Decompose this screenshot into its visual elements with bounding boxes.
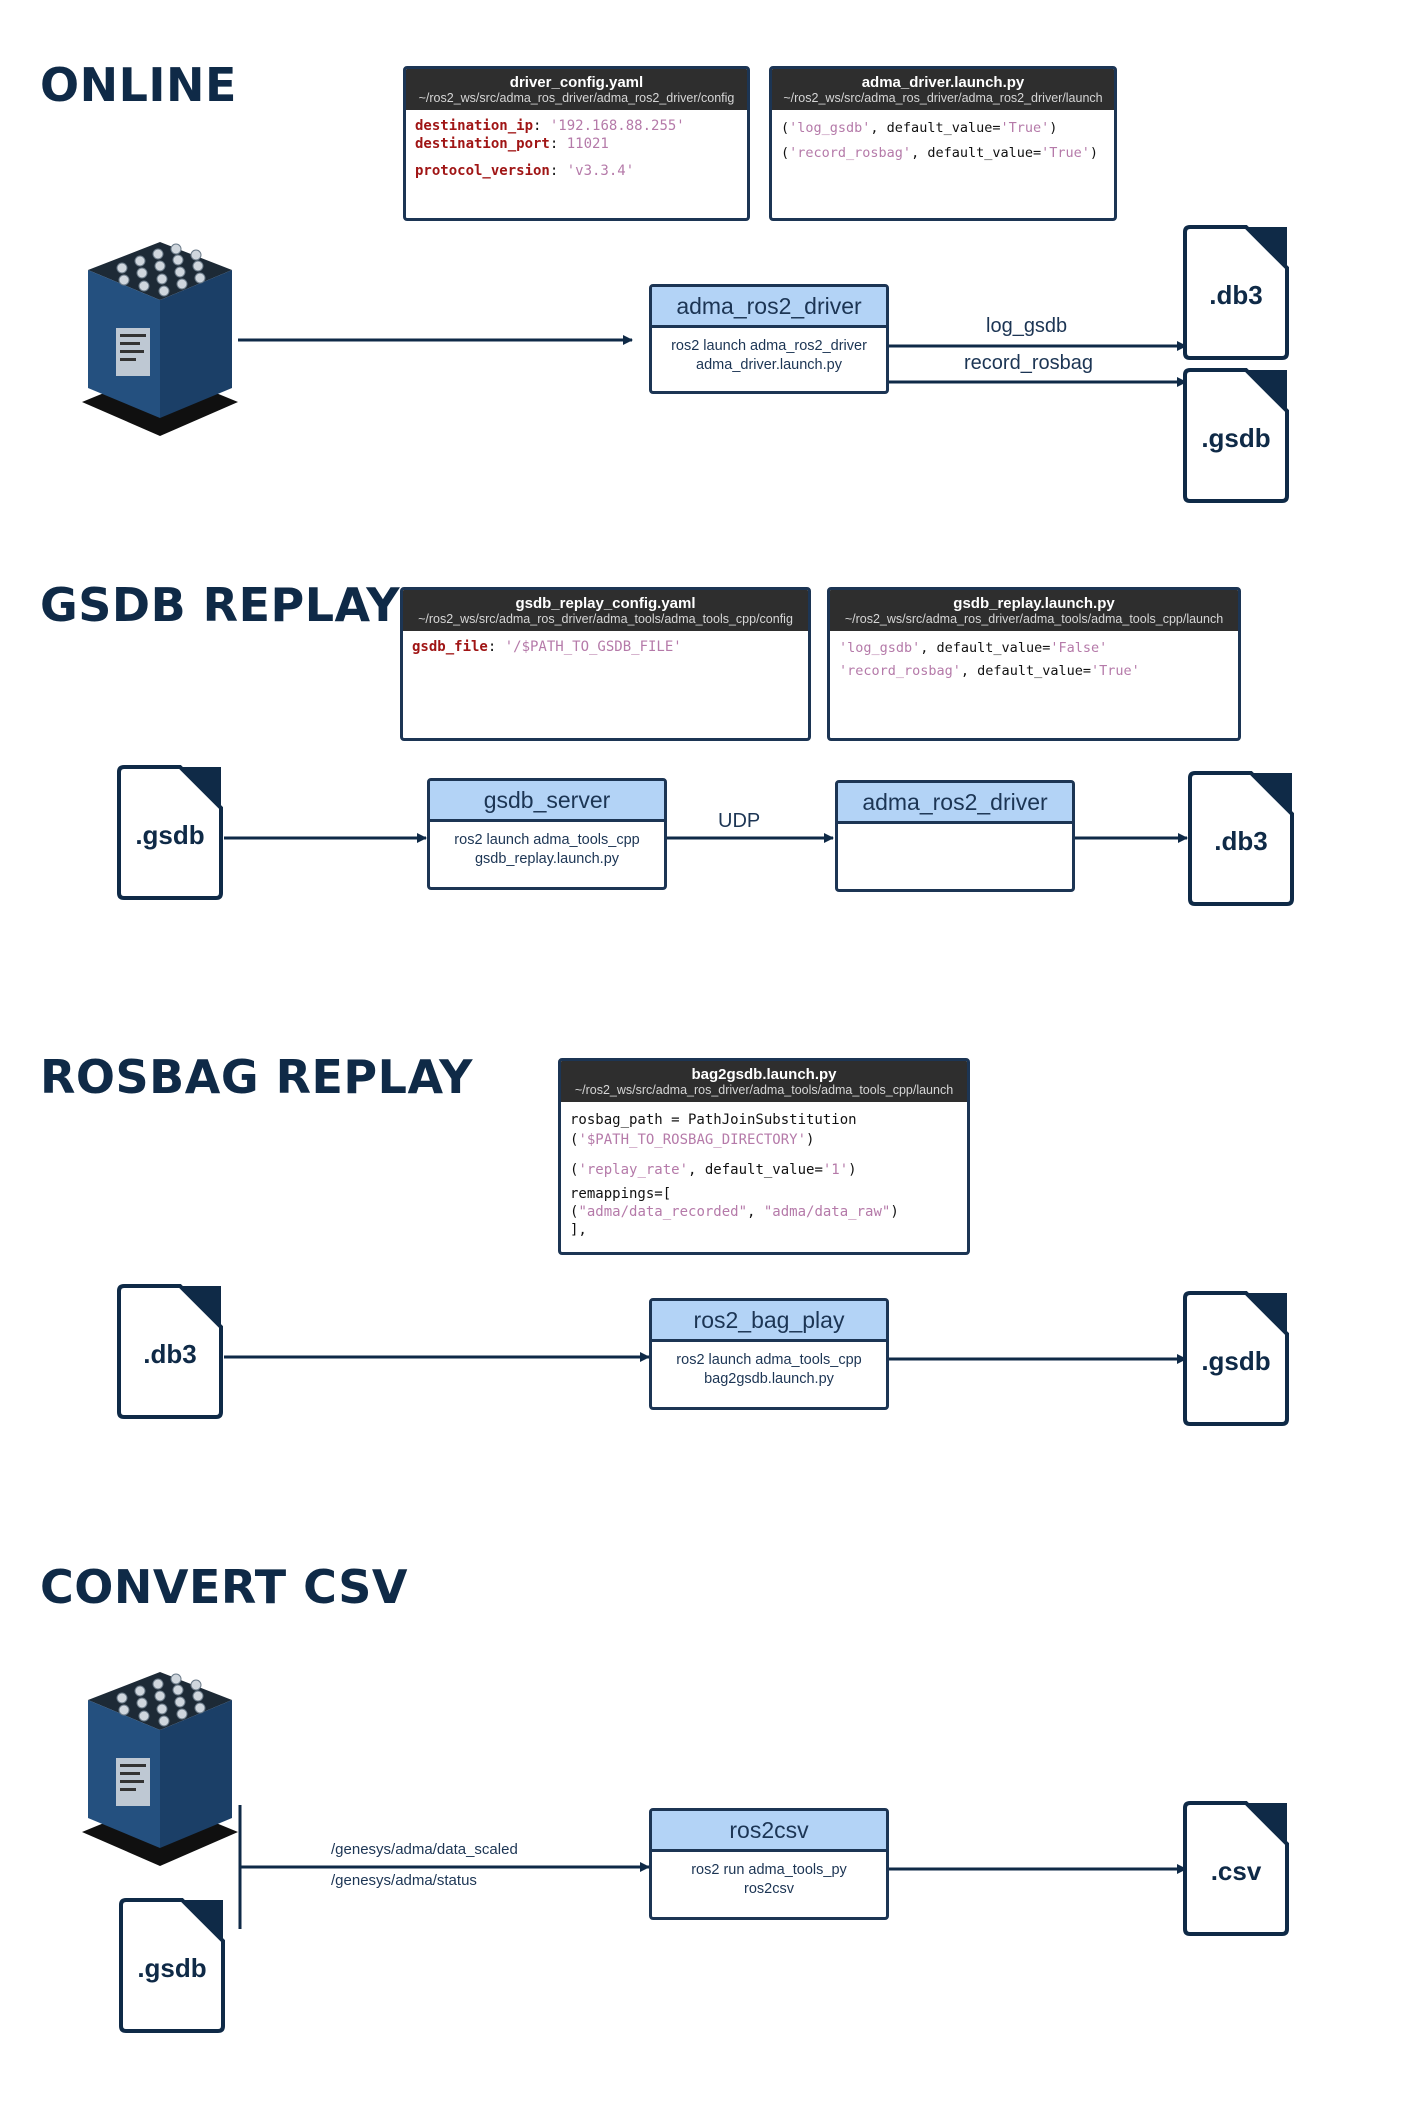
ros2csv-node: ros2csv ros2 run adma_tools_py ros2csv [649,1808,889,1920]
section-title-convert-csv: CONVERT CSV [40,1560,408,1614]
file-extension: .gsdb [135,820,205,850]
file-db3-icon: .db3 [1182,224,1290,361]
node-title: adma_ros2_driver [838,783,1072,824]
file-extension: .db3 [143,1339,197,1369]
file-extension: .gsdb [1201,423,1271,453]
panel-file-name: adma_driver.launch.py [861,74,1025,91]
gsdb-replay-config-panel: gsdb_replay_config.yaml ~/ros2_ws/src/ad… [400,587,811,741]
node-command-line-2: bag2gsdb.launch.py [704,1371,834,1387]
ros2-bag-play-node: ros2_bag_play ros2 launch adma_tools_cpp… [649,1298,889,1410]
panel-file-path: ~/ros2_ws/src/adma_ros_driver/adma_tools… [574,1083,954,1097]
node-command-line-1: ros2 launch adma_tools_cpp [676,1352,862,1368]
file-gsdb-icon: .gsdb [118,1897,226,2034]
gsdb-replay-launch-panel: gsdb_replay.launch.py ~/ros2_ws/src/adma… [827,587,1241,741]
edge-label-log-gsdb: log_gsdb [986,315,1068,337]
file-extension: .gsdb [1201,1346,1271,1376]
panel-file-path: ~/ros2_ws/src/adma_ros_driver/adma_tools… [844,612,1224,626]
node-title: ros2csv [652,1811,886,1852]
file-extension: .csv [1210,1856,1262,1886]
panel-file-name: gsdb_replay.launch.py [953,595,1115,612]
section-title-online: ONLINE [40,58,237,112]
node-command-line-2: gsdb_replay.launch.py [474,851,620,867]
file-extension: .gsdb [137,1953,207,1983]
node-command-line-2: ros2csv [744,1881,794,1897]
panel-file-path: ~/ros2_ws/src/adma_ros_driver/adma_ros2_… [418,91,735,105]
panel-file-name: gsdb_replay_config.yaml [515,595,696,612]
section-title-gsdb-replay: GSDB REPLAY [40,578,401,632]
edge-label-record-rosbag: record_rosbag [964,352,1093,374]
gsdb-server-node: gsdb_server ros2 launch adma_tools_cpp g… [427,778,667,890]
node-title: gsdb_server [430,781,664,822]
file-extension: .db3 [1209,280,1263,310]
adma-ros2-driver-node: adma_ros2_driver ros2 launch adma_ros2_d… [649,284,889,394]
file-db3-icon: .db3 [116,1283,224,1420]
node-title: adma_ros2_driver [652,287,886,328]
node-command-line-1: ros2 run adma_tools_py [691,1862,847,1878]
panel-file-name: driver_config.yaml [509,74,644,91]
edge-label-topic-status: /genesys/adma/status [331,1872,477,1889]
edge-label-topic-data-scaled: /genesys/adma/data_scaled [331,1841,518,1858]
section-title-rosbag-replay: ROSBAG REPLAY [40,1050,473,1104]
node-title: ros2_bag_play [652,1301,886,1342]
file-gsdb-icon: .gsdb [116,764,224,901]
file-gsdb-icon: .gsdb [1182,1290,1290,1427]
node-command-line-1: ros2 launch adma_ros2_driver [671,338,867,354]
driver-config-panel: driver_config.yaml ~/ros2_ws/src/adma_ro… [403,66,750,221]
file-csv-icon: .csv [1182,1800,1290,1937]
adma-ros2-driver-node: adma_ros2_driver [835,780,1075,892]
file-extension: .db3 [1214,826,1268,856]
panel-file-path: ~/ros2_ws/src/adma_ros_driver/adma_ros2_… [783,91,1103,105]
edge-label-udp: UDP [718,810,761,832]
node-command-line-1: ros2 launch adma_tools_cpp [454,832,640,848]
adma-device-icon [82,242,238,436]
adma-device-icon [82,1672,238,1866]
node-command-line-2: adma_driver.launch.py [696,357,842,373]
bag2gsdb-launch-panel: bag2gsdb.launch.py ~/ros2_ws/src/adma_ro… [558,1058,970,1255]
adma-driver-launch-panel: adma_driver.launch.py ~/ros2_ws/src/adma… [769,66,1117,221]
file-gsdb-icon: .gsdb [1182,367,1290,504]
panel-file-path: ~/ros2_ws/src/adma_ros_driver/adma_tools… [418,612,793,626]
panel-file-name: bag2gsdb.launch.py [691,1066,837,1083]
file-db3-icon: .db3 [1187,770,1295,907]
